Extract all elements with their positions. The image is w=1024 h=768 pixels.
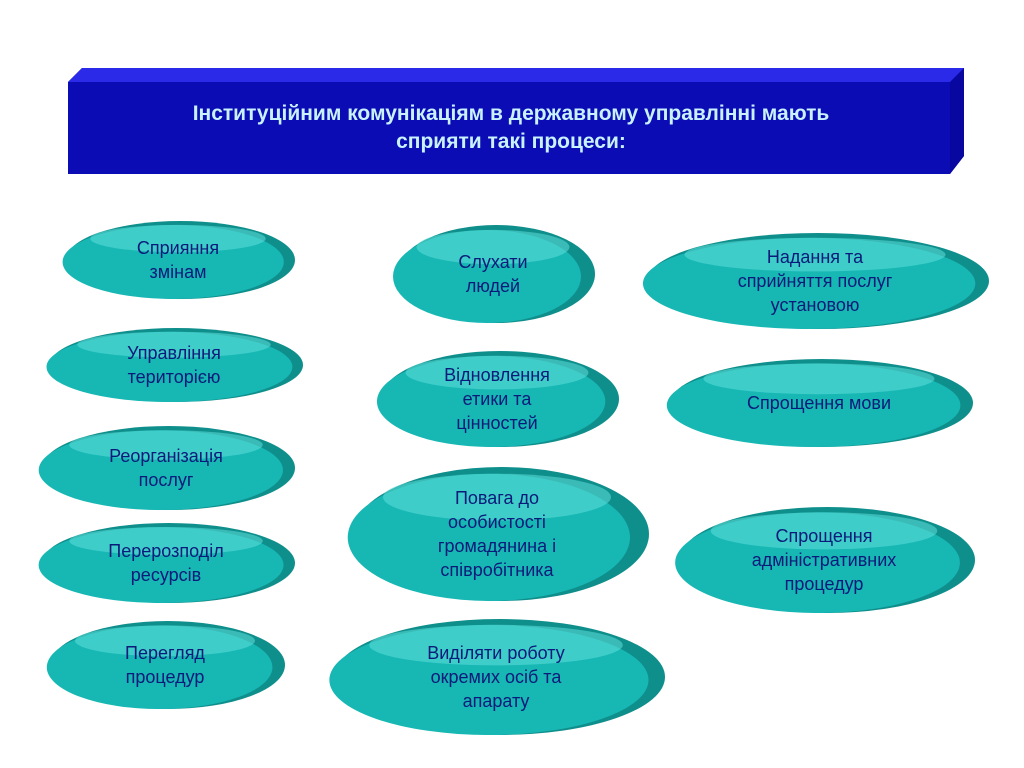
bubble-label: Сприяння змінам [136, 238, 220, 282]
title-banner: Інституційним комунікаціям в державному … [68, 68, 964, 174]
bubble-shape [329, 619, 665, 735]
bubble-label: Слухати людей [458, 252, 528, 296]
process-bubble-spryiannia-zminam: Сприяння змінам [60, 220, 296, 300]
bubble-label: Відновлення етики та цінностей [444, 365, 550, 433]
process-bubble-vyd-robotu: Виділяти роботу окремих осіб та апарату [326, 618, 666, 736]
process-bubble-slukhaty-liudei: Слухати людей [390, 224, 596, 324]
bubble-shape [46, 621, 285, 709]
bubble-shape [376, 351, 619, 447]
process-bubble-pererozpodil-resursiv: Перерозподіл ресурсів [36, 522, 296, 604]
bubble-shape [62, 221, 295, 299]
bubble-label: Перерозподіл ресурсів [108, 541, 224, 585]
bubble-label: Надання та сприйняття послуг установою [737, 247, 893, 315]
process-bubble-upravlinnia-terytoriieiu: Управління територією [44, 327, 304, 403]
bubble-shape [38, 426, 295, 510]
process-bubble-povaha-do-osobystosti: Повага до особистості громадянина і спів… [344, 466, 650, 602]
bubble-shape [393, 225, 595, 323]
bubble-label: Спрощення адміністративних процедур [751, 526, 897, 594]
bubble-shape [46, 328, 303, 402]
bubble-shape [642, 233, 989, 329]
bubble-label: Перегляд процедур [125, 643, 205, 687]
process-bubble-sproshchennia-movy: Спрощення мови [664, 358, 974, 448]
process-bubble-reorhanizatsiia-posluh: Реорганізація послуг [36, 425, 296, 511]
bubble-shape [666, 359, 973, 447]
process-bubble-sproshchennia-protsedur: Спрощення адміністративних процедур [672, 506, 976, 614]
process-bubble-vidnovlennia-etyky: Відновлення етики та цінностей [374, 350, 620, 448]
bubble-label: Повага до особистості громадянина і спів… [437, 488, 557, 580]
bubble-label: Виділяти роботу окремих осіб та апарату [427, 643, 565, 711]
bubble-label: Реорганізація послуг [109, 446, 223, 490]
process-bubble-nadannia-posluh: Надання та сприйняття послуг установою [640, 232, 990, 330]
bubble-label: Спрощення мови [746, 393, 892, 413]
process-bubble-perehliad-protsedur: Перегляд процедур [44, 620, 286, 710]
bubble-label: Управління територією [127, 343, 221, 387]
bubble-shape [38, 523, 295, 603]
bubble-shape [675, 507, 975, 613]
diagram-title: Інституційним комунікаціям в державному … [192, 102, 830, 153]
bubble-shape [347, 467, 649, 601]
